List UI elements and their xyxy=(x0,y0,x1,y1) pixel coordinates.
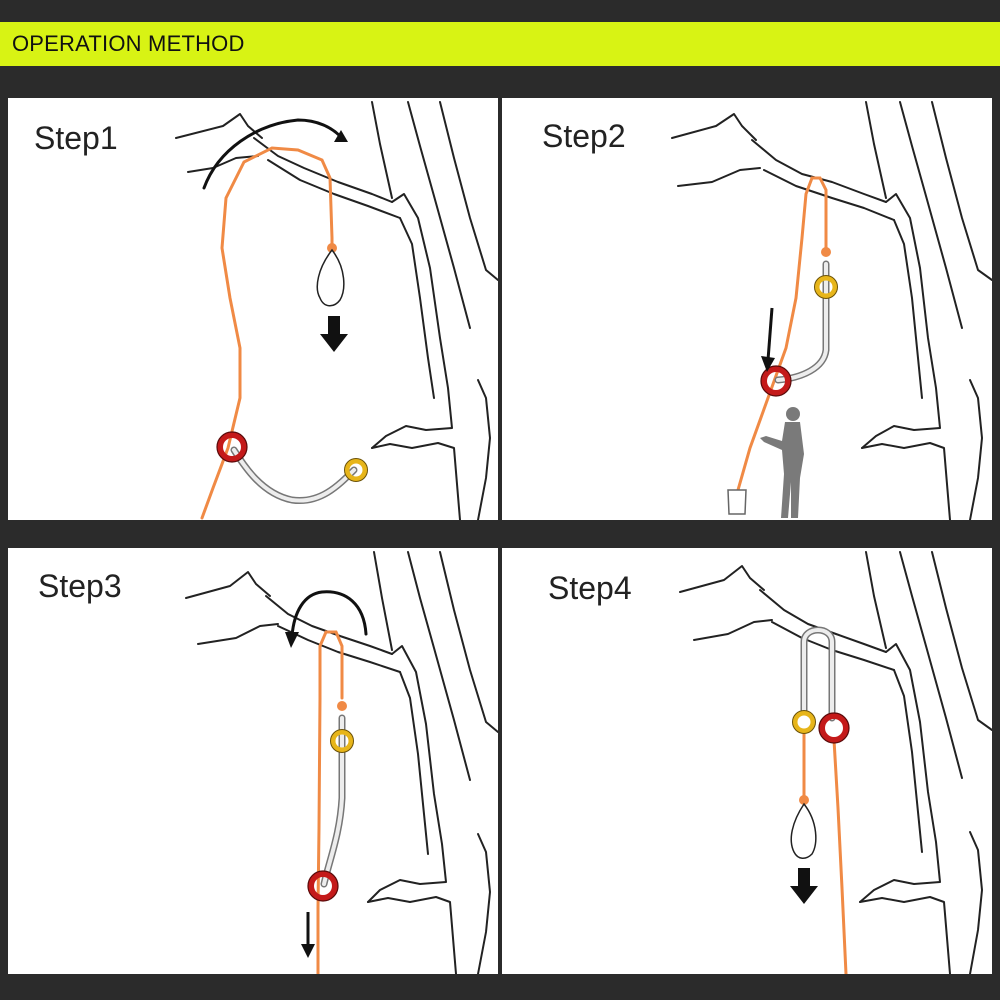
rope-climbing xyxy=(832,738,848,974)
tree-outline xyxy=(671,101,992,520)
large-red-ring-icon xyxy=(760,365,792,397)
header-band: OPERATION METHOD xyxy=(0,22,1000,66)
step-3-panel: Step3 xyxy=(8,548,498,974)
rope-pass-over-arrow xyxy=(290,590,368,638)
cambium-saver-sling xyxy=(232,448,356,503)
step-3-illustration xyxy=(185,551,498,974)
small-gold-ring-icon xyxy=(814,275,838,299)
knot-icon xyxy=(799,795,809,805)
rope xyxy=(736,176,828,492)
throw-arrow-head xyxy=(334,130,348,142)
small-gold-ring-icon xyxy=(792,710,816,734)
rope xyxy=(200,146,334,520)
rope xyxy=(316,630,344,974)
pass-over-arrow-head xyxy=(285,632,299,648)
step-4-label: Step4 xyxy=(548,570,632,606)
tree-outline xyxy=(175,101,498,520)
small-gold-ring-icon xyxy=(330,729,354,753)
step-3-label: Step3 xyxy=(38,568,122,604)
rope-bucket-icon xyxy=(727,489,747,515)
large-red-ring-icon xyxy=(307,870,339,902)
knot-icon xyxy=(821,247,831,257)
knot-icon xyxy=(337,701,347,711)
step-4-panel: Step4 xyxy=(502,548,992,974)
step-2-panel: Step2 xyxy=(502,98,992,520)
throw-weight-bag-icon xyxy=(790,802,817,859)
small-gold-ring-icon xyxy=(344,458,368,482)
throw-direction-arrow xyxy=(202,118,342,190)
pull-arrow-shaft xyxy=(766,307,774,361)
step-1-panel: Step1 xyxy=(8,98,498,520)
large-red-ring-icon xyxy=(818,712,850,744)
step-4-illustration xyxy=(679,551,992,974)
knot-icon xyxy=(327,243,337,253)
tree-outline xyxy=(679,551,992,974)
pull-down-arrow-icon xyxy=(301,944,315,958)
pull-arrow-icon xyxy=(761,356,775,372)
step-1-label: Step1 xyxy=(34,120,118,156)
tree-outline xyxy=(185,551,498,974)
step-1-illustration xyxy=(175,101,498,520)
step-2-label: Step2 xyxy=(542,118,626,154)
page-title: OPERATION METHOD xyxy=(12,31,245,56)
cambium-saver-sling xyxy=(802,628,834,720)
large-red-ring-icon xyxy=(216,431,248,463)
pull-down-arrow-icon xyxy=(790,868,818,904)
person-icon xyxy=(760,407,804,518)
throw-weight-bag-icon xyxy=(316,248,345,307)
step-2-illustration xyxy=(671,101,992,520)
pull-down-arrow-icon xyxy=(320,316,348,352)
